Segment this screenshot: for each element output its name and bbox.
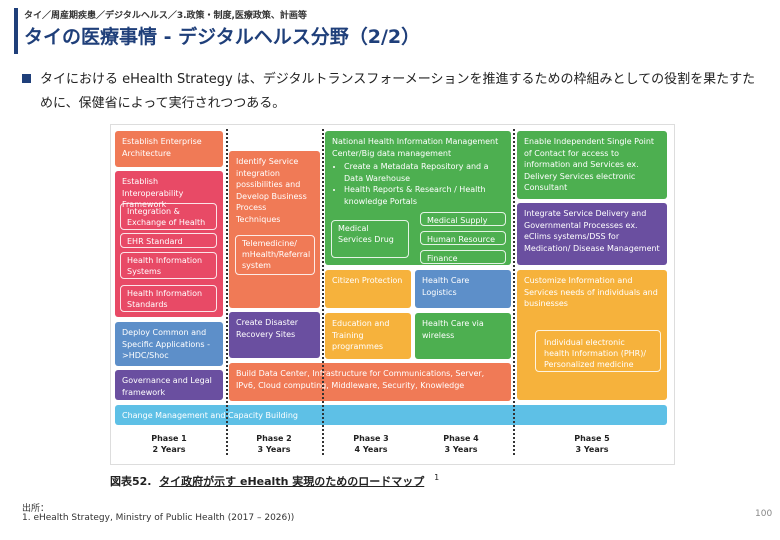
phase-label-5: Phase 5 3 Years [554, 433, 630, 455]
interop-item-integration: Integration & Exchange of Health Informa… [120, 203, 217, 230]
education-block: Education and Training programmes [325, 313, 411, 359]
figure-caption-ref: 1 [434, 473, 440, 483]
phase-label-3: Phase 3 4 Years [333, 433, 409, 455]
phase-divider [513, 129, 515, 455]
ehealth-roadmap-figure: Establish Enterprise Architecture Establ… [110, 124, 675, 465]
page-title: タイの医療事情 - デジタルヘルス分野（2/2） [24, 26, 421, 48]
phase-years: 3 Years [444, 445, 478, 454]
change-management-block: Change Management and Capacity Building [115, 405, 667, 425]
figure-caption: 図表52. タイ政府が示す eHealth 実現のためのロードマップ 1 [110, 473, 439, 489]
phase-name: Phase 2 [256, 434, 292, 443]
phase-label-4: Phase 4 3 Years [423, 433, 499, 455]
source-label: 出所： [22, 504, 50, 514]
interop-item-standards: Health Information Standards [120, 285, 217, 312]
phase-divider [226, 129, 228, 455]
phase-years: 4 Years [354, 445, 388, 454]
figure-caption-text: タイ政府が示す eHealth 実現のためのロードマップ [159, 475, 425, 488]
interop-item-his: Health Information Systems Interoperabil… [120, 252, 217, 279]
interoperability-block: Establish Interoperability Framework [115, 171, 223, 317]
body-paragraph: タイにおける eHealth Strategy は、デジタルトランスフォーメーシ… [40, 72, 756, 111]
identify-block: Identify Service integration possibiliti… [229, 151, 320, 308]
interop-item-ehr: EHR Standard [120, 233, 217, 248]
citizen-protection-block: Citizen Protection [325, 270, 411, 308]
finance-item: Finance [420, 250, 506, 264]
integrate-service-block: Integrate Service Delivery and Governmen… [517, 203, 667, 265]
interoperability-title: Establish Interoperability Framework [122, 177, 184, 209]
phase-label-1: Phase 1 2 Years [131, 433, 207, 455]
phr-item: Individual electronic health Information… [535, 330, 661, 372]
phase-divider [322, 129, 324, 455]
phase-name: Phase 4 [443, 434, 479, 443]
human-resource-item: Human Resource [420, 231, 506, 245]
build-data-center-block: Build Data Center, Infrastructure for Co… [229, 363, 511, 401]
phase-years: 3 Years [257, 445, 291, 454]
phase-name: Phase 1 [151, 434, 187, 443]
health-info-center-block: National Health Information Management C… [325, 131, 511, 265]
medical-supply-item: Medical Supply [420, 212, 506, 226]
phase-name: Phase 3 [353, 434, 389, 443]
customize-info-block: Customize Information and Services needs… [517, 270, 667, 400]
figure-caption-label: 図表52. [110, 475, 152, 488]
logistics-block: Health Care Logistics [415, 270, 511, 308]
governance-block: Governance and Legal framework [115, 370, 223, 400]
page-number: 100 [755, 509, 773, 519]
deploy-block: Deploy Common and Specific Applications … [115, 322, 223, 366]
bullet-square-icon [22, 74, 31, 83]
disaster-recovery-block: Create Disaster Recovery Sites [229, 312, 320, 358]
architecture-block: Establish Enterprise Architecture [115, 131, 223, 167]
title-accent-bar [14, 8, 18, 54]
breadcrumb: タイ／周産期疾患／デジタルヘルス／3.政策・制度,医療政策、計画等 [24, 11, 307, 21]
nhim-item-reports: Health Reports & Research / Health knowl… [344, 184, 504, 207]
customize-info-text: Customize Information and Services needs… [524, 276, 658, 308]
phase-years: 2 Years [152, 445, 186, 454]
medical-services-item: Medical Services Drug [331, 220, 409, 258]
single-point-block: Enable Independent Single Point of Conta… [517, 131, 667, 199]
identify-text: Identify Service integration possibiliti… [236, 157, 307, 224]
source-item: 1. eHealth Strategy, Ministry of Public … [22, 513, 295, 523]
phase-years: 3 Years [575, 445, 609, 454]
health-info-center-title: National Health Information Management C… [332, 137, 499, 158]
phase-name: Phase 5 [574, 434, 610, 443]
phase-label-2: Phase 2 3 Years [236, 433, 312, 455]
telemedicine-item: Telemedicine/ mHealth/Referral system [235, 235, 315, 275]
wireless-block: Health Care via wireless [415, 313, 511, 359]
nhim-item-metadata: Create a Metadata Repository and a Data … [344, 161, 504, 184]
